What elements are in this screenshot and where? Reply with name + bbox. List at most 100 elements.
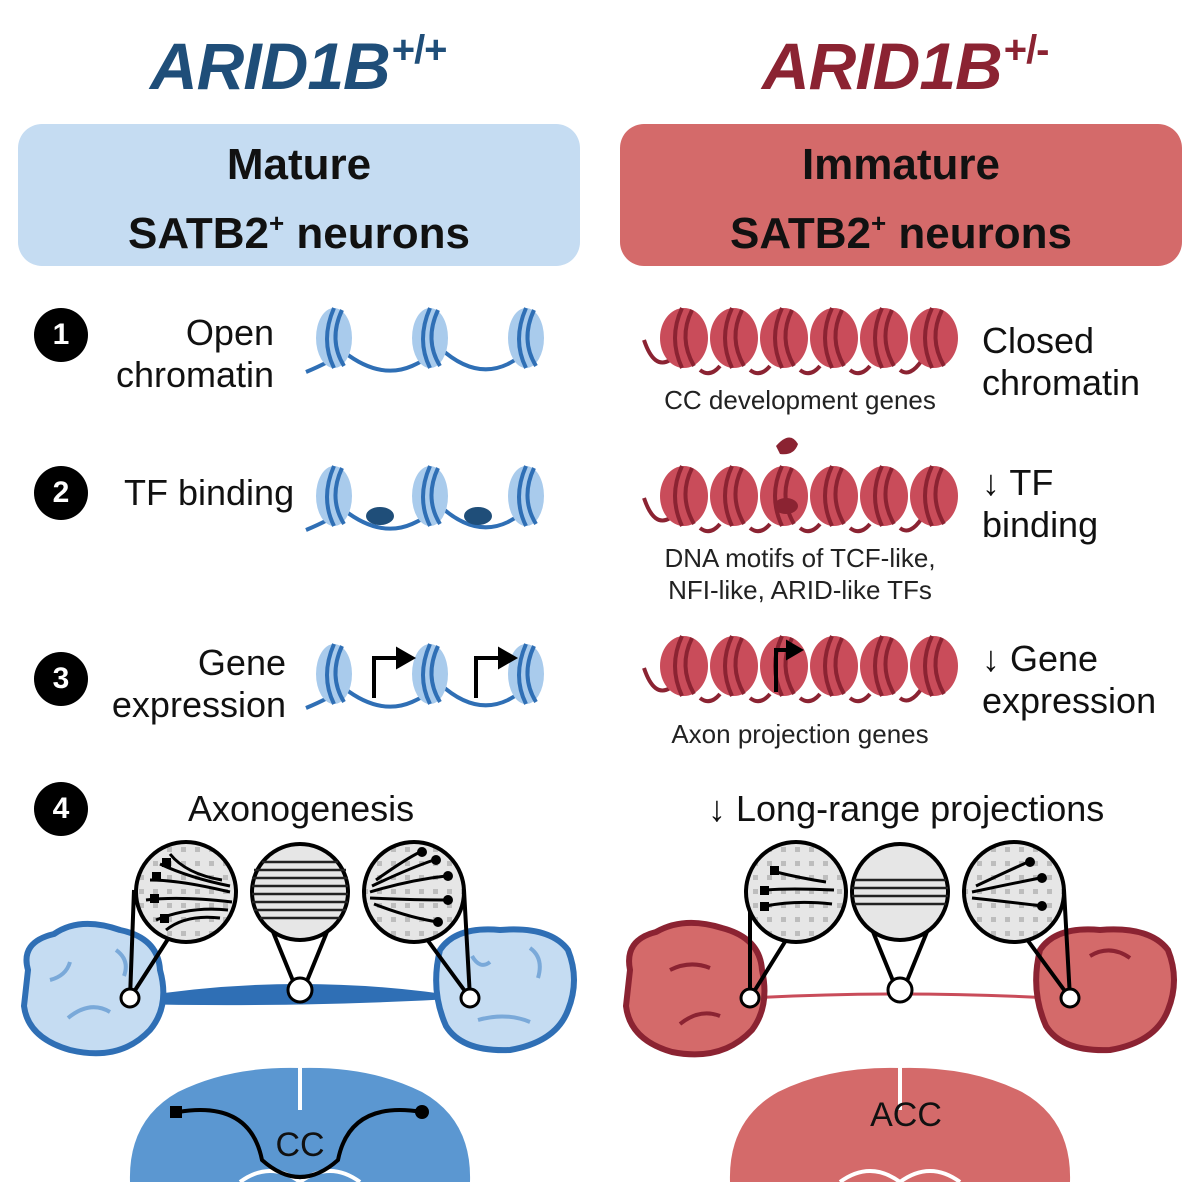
mut-nucleosome <box>760 635 808 697</box>
mut-nucleosome <box>710 307 758 369</box>
mut-nucleosome-row3 <box>660 635 958 697</box>
mut-nucleosome-row2 <box>660 465 958 527</box>
wt-nucleosome-9 <box>508 643 544 705</box>
mut-zoom-circle-mid <box>850 842 950 942</box>
wt-origin-node-mid <box>286 976 314 1004</box>
wt-open-chromatin-diagram <box>305 307 544 374</box>
mut-row2-label: ↓ TF binding <box>982 462 1098 546</box>
mut-axonogenesis-diagram: ACC <box>622 840 1177 1185</box>
wt-origin-node-left <box>119 987 141 1009</box>
step-2-badge: 2 <box>34 466 88 520</box>
mut-nucleosome <box>660 465 708 527</box>
wt-row3-label-l1: Gene <box>197 642 286 683</box>
wt-nucleosome-7 <box>316 643 352 705</box>
mut-row3-sub: Axon projection genes <box>671 719 929 749</box>
mut-gene-expression-diagram <box>642 635 958 704</box>
wt-zoom-circle-right <box>362 840 466 944</box>
mut-nucleosome <box>660 307 708 369</box>
mut-dna-strand-3 <box>642 667 924 704</box>
mut-row2-sub-l1: DNA motifs of TCF-like, <box>664 543 936 573</box>
wt-row4-label: Axonogenesis <box>188 788 415 829</box>
wt-coronal-section <box>129 1067 471 1185</box>
mut-brain-label: ACC <box>870 1096 942 1134</box>
wt-row2-label: TF binding <box>124 472 295 513</box>
mut-nucleosome <box>860 307 908 369</box>
wt-row3-label: Gene expression <box>100 642 286 726</box>
mut-nucleosome <box>760 465 808 527</box>
wt-neuron-panel: Mature SATB2+ neurons <box>18 124 580 266</box>
mut-nucleosome <box>910 307 958 369</box>
mut-row2-sub: DNA motifs of TCF-like, NFI-like, ARID-l… <box>640 542 960 606</box>
mut-right-hemisphere <box>1033 926 1177 1054</box>
wt-nucleosome-6 <box>508 465 544 527</box>
wt-row1-label-l2: chromatin <box>115 354 274 395</box>
mut-row2-label-l2: binding <box>982 504 1099 545</box>
wt-tf-blob-1 <box>366 507 394 525</box>
wt-panel-satb2: SATB2 <box>128 209 269 258</box>
mut-nucleosome <box>660 635 708 697</box>
mut-left-hemisphere <box>622 919 768 1058</box>
wt-origin-node-right <box>459 987 481 1009</box>
mut-row2-label-l1: ↓ TF <box>982 462 1054 503</box>
mut-nucleosome <box>910 635 958 697</box>
wt-panel-sup: + <box>269 208 285 238</box>
wt-panel-neurons: neurons <box>284 209 470 258</box>
mut-panel-neurons: neurons <box>886 209 1072 258</box>
mut-row1-sub: CC development genes <box>664 385 936 415</box>
wt-row3-label-l2: expression <box>111 684 286 725</box>
mut-zoom-circle-right <box>962 840 1066 944</box>
wt-nucleosome-4 <box>316 465 352 527</box>
mut-nucleosome-row1 <box>660 307 958 369</box>
mut-origin-node-right <box>1059 987 1081 1009</box>
wt-axonogenesis-diagram: CC <box>20 840 577 1185</box>
wt-tss-arrow-1 <box>372 646 417 698</box>
wt-panel-line2: SATB2+ neurons <box>18 194 580 263</box>
wt-genotype-base: ARID1B <box>150 29 391 103</box>
wt-genotype-title: ARID1B+/+ <box>150 28 448 104</box>
wt-tss-arrow-2 <box>474 646 519 698</box>
mut-origin-node-mid <box>886 976 914 1004</box>
wt-panel-line1: Mature <box>226 140 372 189</box>
wt-genotype-sup: +/+ <box>391 28 448 72</box>
mut-nucleosome <box>810 307 858 369</box>
mut-row1-label: Closed chromatin <box>982 320 1140 404</box>
mut-panel-line2: SATB2+ neurons <box>620 194 1182 263</box>
mut-row1-label-l1: Closed <box>982 320 1095 361</box>
mut-tf-binding-diagram <box>642 437 958 534</box>
mut-nucleosome <box>810 465 858 527</box>
wt-tf-blob-2 <box>464 507 492 525</box>
mut-row1-label-l2: chromatin <box>982 362 1141 403</box>
mut-nucleosome <box>860 465 908 527</box>
mut-dna-strand <box>642 339 924 376</box>
mut-neuron-panel: Immature SATB2+ neurons <box>620 124 1182 266</box>
wt-nucleosome-5 <box>412 465 448 527</box>
mut-dna-strand-2 <box>642 497 924 534</box>
wt-row1-label-l1: Open <box>185 312 274 353</box>
wt-nucleosome-3 <box>508 307 544 369</box>
step-4-badge: 4 <box>34 782 88 836</box>
mut-row3-label: ↓ Gene expression <box>982 638 1156 722</box>
mut-panel-sup: + <box>871 208 887 238</box>
mut-panel-line1: Immature <box>801 140 1001 189</box>
wt-zoom-circle-left <box>134 840 238 944</box>
wt-tf-binding-diagram <box>305 465 544 532</box>
mut-closed-chromatin-diagram <box>642 307 958 376</box>
wt-brain-label: CC <box>275 1126 324 1164</box>
mut-origin-node-left <box>739 987 761 1009</box>
mut-nucleosome <box>710 635 758 697</box>
wt-nucleosome-8 <box>412 643 448 705</box>
wt-gene-expression-diagram <box>305 643 544 710</box>
mut-row3-label-l2: expression <box>982 680 1157 721</box>
mut-nucleosome <box>760 307 808 369</box>
wt-zoom-circle-mid <box>250 842 350 942</box>
step-1-badge: 1 <box>34 308 88 362</box>
mut-nucleosome <box>710 465 758 527</box>
mut-nucleosome <box>860 635 908 697</box>
wt-left-hemisphere <box>20 920 167 1057</box>
mut-tf-blob-bound <box>774 498 798 514</box>
mut-genotype-base: ARID1B <box>762 29 1003 103</box>
wt-nucleosome-1 <box>316 307 352 369</box>
mut-coronal-section <box>729 1067 1071 1185</box>
mut-nucleosome <box>910 465 958 527</box>
mut-tf-blob-detached <box>776 437 798 455</box>
